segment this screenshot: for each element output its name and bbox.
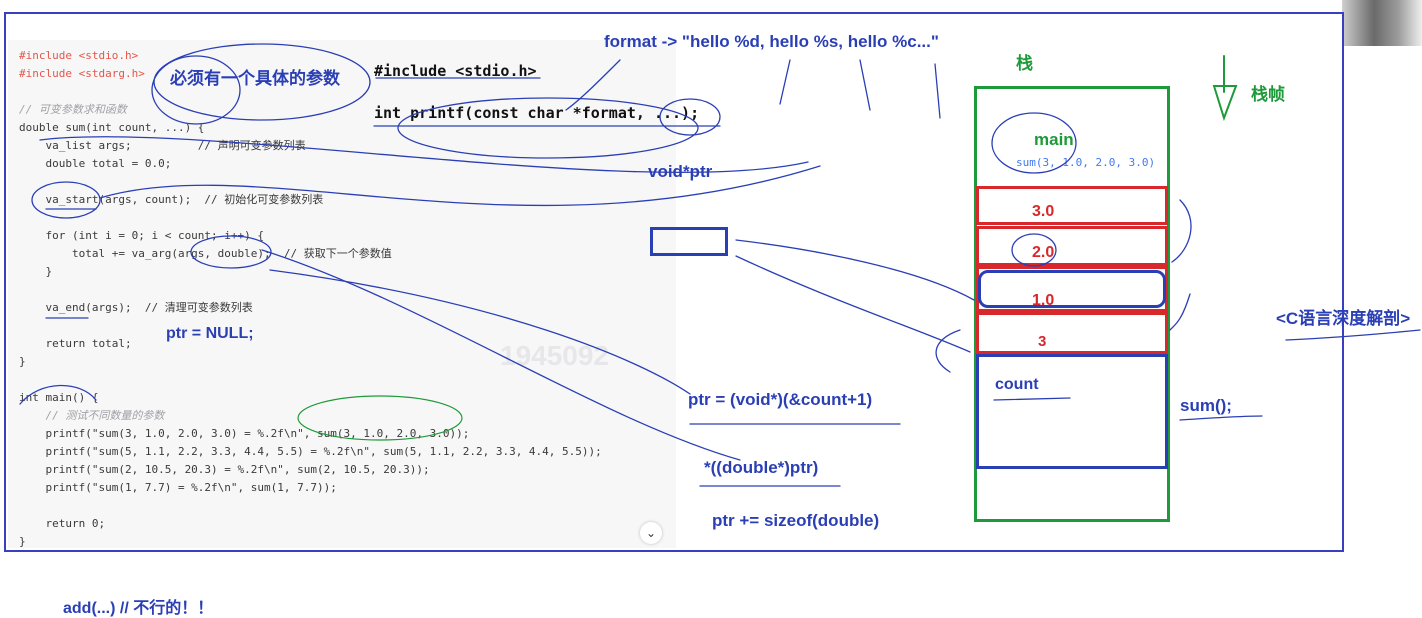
ptr-highlight <box>978 270 1166 308</box>
main-frame-label: main <box>1034 130 1074 149</box>
stack-cell-1-0 <box>976 266 1168 312</box>
code-panel <box>8 40 676 548</box>
format-example: format -> "hello %d, hello %s, hello %c.… <box>604 32 939 51</box>
collapse-button[interactable]: ⌄ <box>640 522 662 544</box>
code-line: printf("sum(5, 1.1, 2.2, 3.3, 4.4, 5.5) … <box>19 445 602 458</box>
deref-note: *((double*)ptr) <box>704 458 819 477</box>
printf-prototype: int printf(const char *format, ...); <box>374 104 700 122</box>
void-ptr-note: void*ptr <box>648 162 713 181</box>
code-line: } <box>19 535 26 548</box>
code-line: int main() { <box>19 391 99 404</box>
stack-cell-2-0 <box>976 226 1168 266</box>
code-line: } <box>19 355 26 368</box>
course-title: <C语言深度解剖> <box>1276 309 1411 328</box>
ptr-inc-note: ptr += sizeof(double) <box>712 511 880 530</box>
code-line: } <box>19 265 53 278</box>
include-stdio-text: #include <stdio.h> <box>374 62 537 80</box>
stack-label: 栈 <box>1016 54 1033 73</box>
code-line: printf("sum(1, 7.7) = %.2f\n", sum(1, 7.… <box>19 481 337 494</box>
must-have-param-note: 必须有一个具体的参数 <box>170 69 340 88</box>
stack-outline <box>974 86 1170 522</box>
stack-cell-2-0-label: 2.0 <box>1032 244 1055 261</box>
stack-cell-3-0-label: 3.0 <box>1032 203 1055 220</box>
stack-cell-1-0-label: 1.0 <box>1032 292 1055 309</box>
sum-frame <box>976 354 1168 469</box>
code-line: va_list args; // 声明可变参数列表 <box>19 139 306 152</box>
slide-frame <box>4 12 1344 552</box>
code-line: #include <stdarg.h> <box>19 67 145 80</box>
code-line: printf("sum(3, 1.0, 2.0, 3.0) = %.2f\n",… <box>19 427 470 440</box>
code-line: return 0; <box>19 517 106 530</box>
count-label: count <box>995 376 1039 393</box>
code-line: double total = 0.0; <box>19 157 172 170</box>
sum-call-note: sum(); <box>1180 396 1232 415</box>
add-bad-note: add(...) // 不行的！！ <box>63 600 214 617</box>
stack-cell-count <box>976 312 1168 354</box>
main-call-text: sum(3, 1.0, 2.0, 3.0) <box>1016 156 1156 169</box>
ptr-null-note: ptr = NULL; <box>166 325 254 342</box>
code-line: printf("sum(2, 10.5, 20.3) = %.2f\n", su… <box>19 463 430 476</box>
ptr-box <box>650 227 728 256</box>
code-line: // 可变参数求和函数 <box>19 103 127 116</box>
stack-cell-count-label: 3 <box>1038 333 1047 350</box>
code-line: va_end(args); // 清理可变参数列表 <box>19 301 253 314</box>
webcam-overlay <box>1342 0 1422 46</box>
code-line: return total; <box>19 337 132 350</box>
code-line: #include <stdio.h> <box>19 49 139 62</box>
code-line: va_start(args, count); // 初始化可变参数列表 <box>19 193 324 206</box>
stack-frame-label: 栈帧 <box>1251 85 1285 104</box>
ptr-assign-note: ptr = (void*)(&count+1) <box>688 390 873 409</box>
code-line: // 测试不同数量的参数 <box>19 409 165 422</box>
code-line: for (int i = 0; i < count; i++) { <box>19 229 265 242</box>
chevron-down-icon: ⌄ <box>645 526 657 540</box>
down-arrow-icon <box>1212 55 1238 122</box>
stack-cell-3-0 <box>976 186 1168 225</box>
code-line: double sum(int count, ...) { <box>19 121 205 134</box>
